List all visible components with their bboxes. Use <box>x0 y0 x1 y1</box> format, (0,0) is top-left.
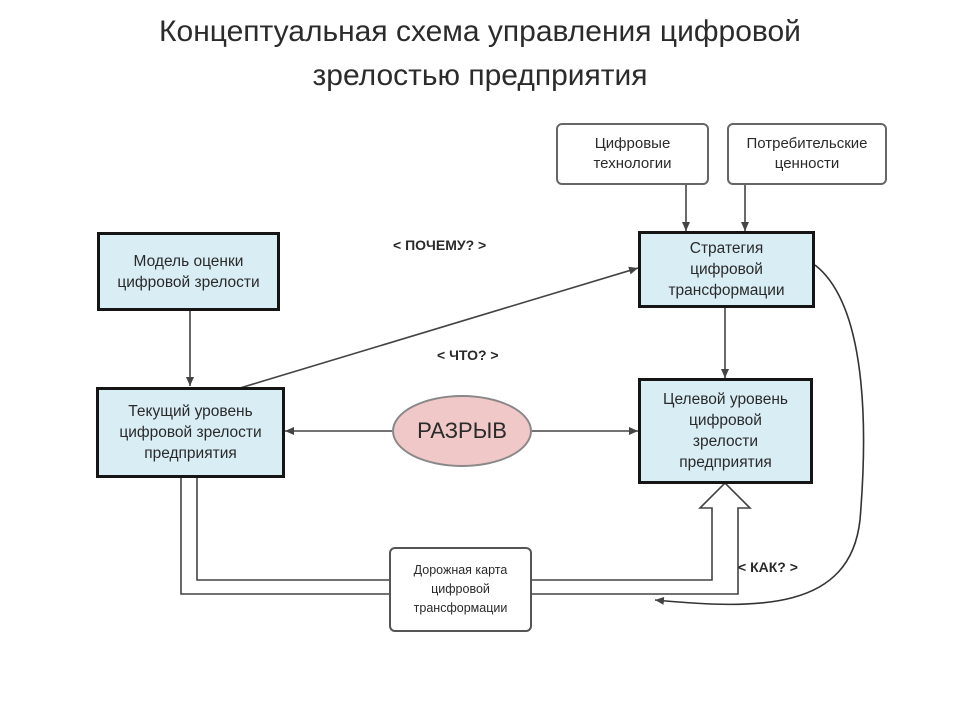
arrow-strategy-how-loop <box>654 264 865 606</box>
node-consumer-values: Потребительские ценности <box>727 123 887 185</box>
node-strategy: Стратегия цифровой трансформации <box>638 231 815 308</box>
node-target-level: Целевой уровень цифровой зрелости предпр… <box>638 378 813 484</box>
question-why: < ПОЧЕМУ? > <box>393 237 487 253</box>
node-roadmap: Дорожная карта цифровой трансформации <box>389 547 532 632</box>
question-how: < КАК? > <box>738 559 798 575</box>
arrow-current-to-strategy <box>239 266 639 389</box>
page-title-line-2: зрелостью предприятия <box>312 59 648 92</box>
node-current-level: Текущий уровень цифровой зрелости предпр… <box>96 387 285 478</box>
node-gap: РАЗРЫВ <box>392 395 532 467</box>
node-assessment-model: Модель оценки цифровой зрелости <box>97 232 280 311</box>
page-title-line-1: Концептуальная схема управления цифровой <box>159 15 801 48</box>
node-digital-technologies: Цифровые технологии <box>556 123 709 185</box>
question-what: < ЧТО? > <box>437 347 499 363</box>
